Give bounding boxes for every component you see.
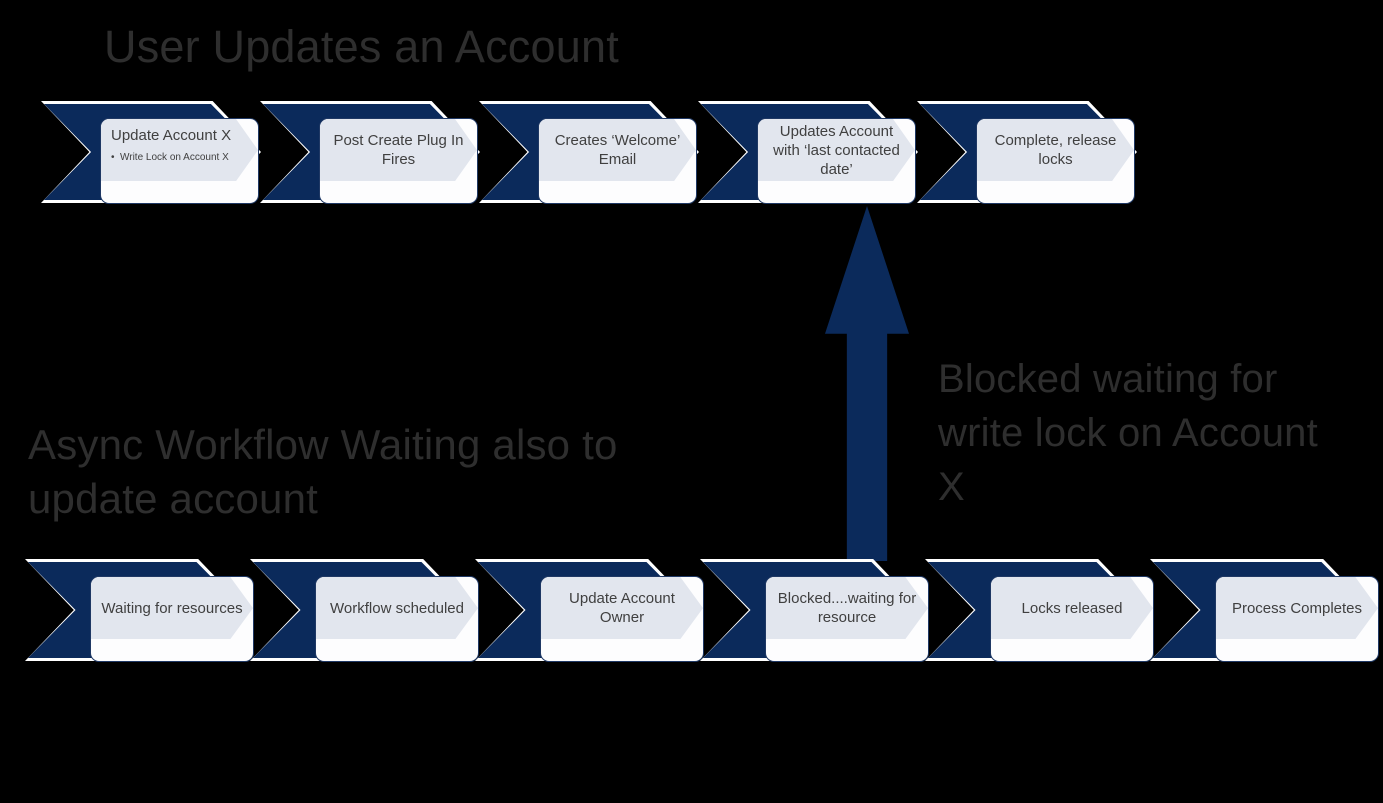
bottom-process-row: Waiting for resources Workflow scheduled U… xyxy=(0,559,1383,662)
card-chevron-band xyxy=(541,577,703,640)
card-chevron-band xyxy=(316,577,478,640)
step-card-update-account-x[interactable]: Update Account X •Write Lock on Account X xyxy=(100,118,259,204)
step-card-text: Process Completes xyxy=(1216,577,1378,639)
step-card-workflow-scheduled[interactable]: Workflow scheduled xyxy=(315,576,479,662)
step-bullet: •Write Lock on Account X xyxy=(111,152,229,163)
step-card-process-completes[interactable]: Process Completes xyxy=(1215,576,1379,662)
step-card-locks-released[interactable]: Locks released xyxy=(990,576,1154,662)
step-card-text: Waiting for resources xyxy=(91,577,253,639)
step-card-blocked-waiting-for-resource[interactable]: Blocked....waiting for resource xyxy=(765,576,929,662)
step-title: Workflow scheduled xyxy=(330,599,464,617)
bullet-dot-icon: • xyxy=(111,152,115,163)
step-card-text: Update Account X •Write Lock on Account X xyxy=(101,119,258,181)
step-card-text: Complete, release locks xyxy=(977,119,1134,181)
card-chevron-band xyxy=(977,119,1134,182)
step-card-text: Workflow scheduled xyxy=(316,577,478,639)
step-title: Updates Account with ‘last contacted dat… xyxy=(773,122,900,178)
card-chevron-band xyxy=(91,577,253,640)
step-card-text: Post Create Plug In Fires xyxy=(320,119,477,181)
card-chevron-band xyxy=(101,119,258,182)
step-card-post-create-plug-in-fires[interactable]: Post Create Plug In Fires xyxy=(319,118,478,204)
blocked-dependency-arrow-icon xyxy=(825,206,909,561)
step-card-text: Updates Account with ‘last contacted dat… xyxy=(758,119,915,181)
step-title: Blocked....waiting for resource xyxy=(777,590,917,627)
page-title: User Updates an Account xyxy=(104,21,619,72)
step-card-complete-release-locks[interactable]: Complete, release locks xyxy=(976,118,1135,204)
step-card-waiting-for-resources[interactable]: Waiting for resources xyxy=(90,576,254,662)
step-title: Update Account X xyxy=(111,127,232,144)
card-chevron-band xyxy=(766,577,928,640)
step-title: Locks released xyxy=(1021,599,1123,617)
top-process-row: Update Account X •Write Lock on Account X… xyxy=(0,101,1383,204)
blocked-waiting-note: Blocked waiting for write lock on Accoun… xyxy=(938,357,1318,509)
step-card-text: Blocked....waiting for resource xyxy=(766,577,928,639)
card-chevron-band xyxy=(758,119,915,182)
step-card-text: Locks released xyxy=(991,577,1153,639)
card-chevron-band xyxy=(991,577,1153,640)
step-title: Post Create Plug In Fires xyxy=(333,132,464,169)
step-card-text: Update Account Owner xyxy=(541,577,703,639)
step-card-text: Creates ‘Welcome’ Email xyxy=(539,119,696,181)
step-title: Process Completes xyxy=(1231,599,1363,617)
async-workflow-title: Async Workflow Waiting also to update ac… xyxy=(28,421,618,522)
step-card-updates-account-last-contacted-date[interactable]: Updates Account with ‘last contacted dat… xyxy=(757,118,916,204)
card-chevron-band xyxy=(320,119,477,182)
step-title: Waiting for resources xyxy=(101,599,243,617)
step-card-update-account-owner[interactable]: Update Account Owner xyxy=(540,576,704,662)
card-chevron-band xyxy=(539,119,696,182)
step-title: Creates ‘Welcome’ Email xyxy=(554,132,681,169)
step-card-creates-welcome-email[interactable]: Creates ‘Welcome’ Email xyxy=(538,118,697,204)
step-title: Update Account Owner xyxy=(569,590,675,627)
step-title: Complete, release locks xyxy=(994,132,1117,169)
card-chevron-band xyxy=(1216,577,1378,640)
